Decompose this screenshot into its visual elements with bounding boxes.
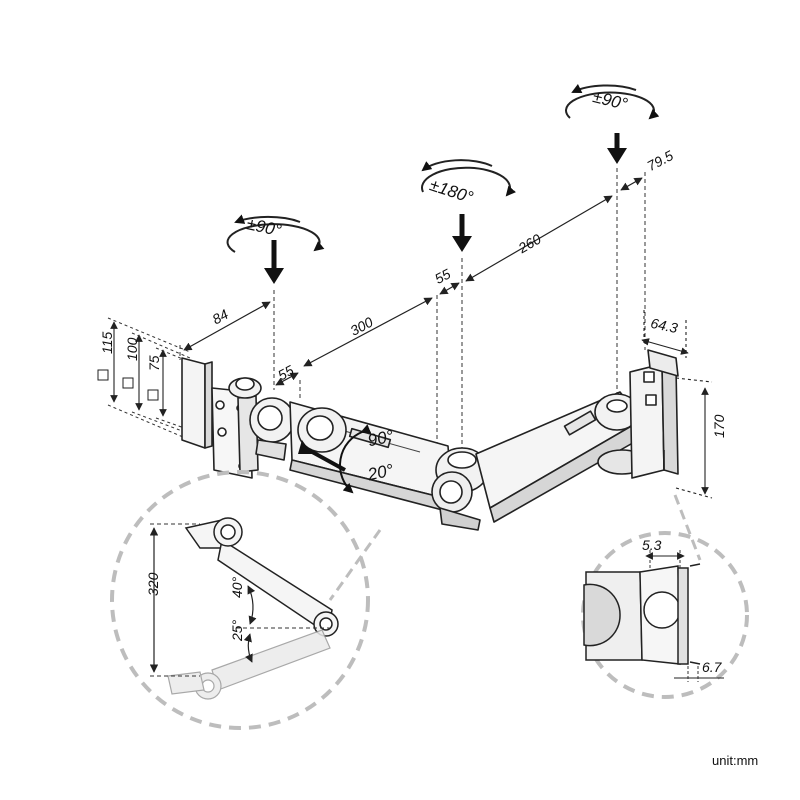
- dimension-260: 260: [515, 230, 544, 256]
- rotation-indicator-left: ±90°: [226, 214, 325, 284]
- tilt-up-label: 90°: [366, 426, 395, 450]
- angle-25: 25°: [229, 619, 245, 642]
- rotation-label-right: ±90°: [591, 87, 630, 114]
- dimension-lines-top: [183, 177, 643, 386]
- dimension-79-5: 79.5: [644, 147, 676, 174]
- dimension-64-3: 64.3: [649, 315, 679, 336]
- dimension-84: 84: [209, 306, 231, 328]
- dimension-300: 300: [347, 314, 375, 339]
- vesa-100: 100: [124, 337, 140, 361]
- dimension-320: 320: [145, 572, 161, 596]
- tilt-indicator: 90° 20°: [298, 424, 395, 494]
- dimension-170: 170: [711, 414, 727, 438]
- angle-40: 40°: [229, 576, 245, 598]
- bracket-dimension-lines: [641, 310, 713, 499]
- unit-label: unit:mm: [712, 753, 758, 768]
- detail-callout-right: 5.3 6.7: [581, 494, 749, 699]
- vesa-dimension-lines: [110, 321, 167, 417]
- dimension-5-3: 5.3: [642, 537, 662, 553]
- rotation-label-middle: ±180°: [427, 175, 475, 207]
- dimension-6-7: 6.7: [702, 659, 723, 675]
- detail-callout-left: 320 40° 25°: [110, 470, 382, 730]
- vesa-75: 75: [146, 355, 162, 371]
- rotation-indicator-middle: ±180°: [421, 159, 516, 252]
- dimension-55-mid: 55: [432, 265, 453, 287]
- vesa-115: 115: [99, 331, 115, 354]
- rotation-indicator-right: ±90°: [565, 83, 660, 164]
- dimension-55-left: 55: [275, 362, 296, 384]
- pivot-axes: [179, 168, 646, 448]
- monitor-arm: [181, 349, 679, 531]
